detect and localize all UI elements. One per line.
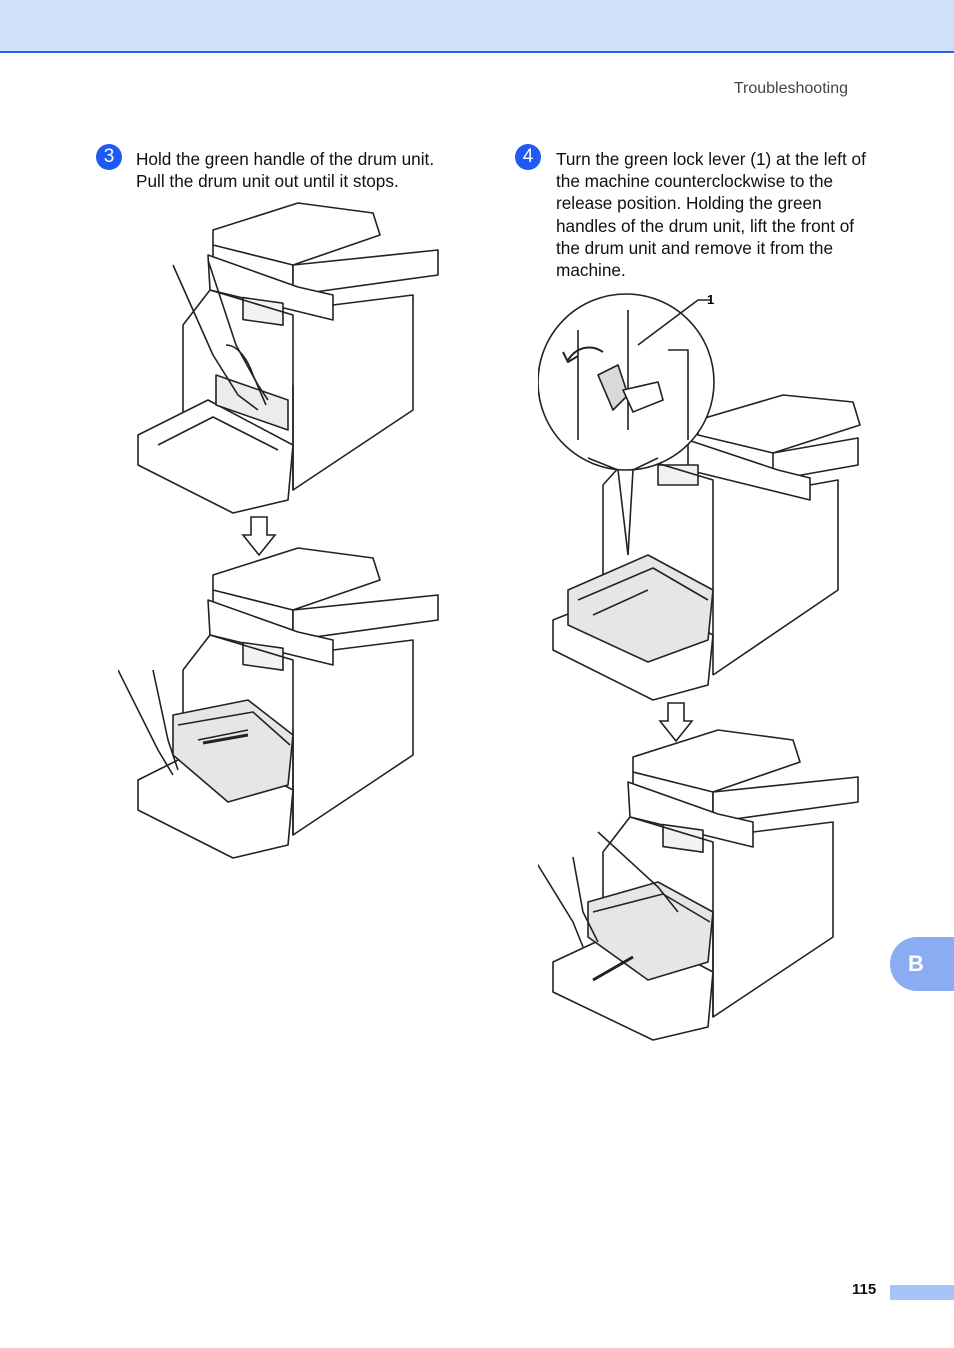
section-title: Troubleshooting (733, 80, 848, 97)
down-arrow-icon (658, 702, 694, 743)
step-number-badge: 3 (96, 144, 122, 170)
chapter-tab: B (890, 937, 954, 991)
down-arrow-icon (241, 516, 277, 557)
page-number-bar (890, 1285, 954, 1300)
printer-drum-handle-illustration (137, 202, 439, 514)
step-3-instructions: Hold the green handle of the drum unit. … (136, 148, 434, 192)
printer-drum-pulled-out-illustration (118, 547, 439, 859)
printer-lock-lever-illustration (538, 293, 861, 701)
step-text-line: the machine counterclockwise to the (556, 171, 834, 192)
step-text-line: release position. Holding the green (556, 193, 822, 214)
step-text-line: Hold the green handle of the drum unit. (136, 149, 435, 169)
printer-drum-removal-illustration (538, 729, 859, 1041)
top-header-band (0, 0, 954, 53)
page-number: 115 (852, 1281, 877, 1298)
callout-label: 1 (707, 292, 715, 307)
step-4-instructions: Turn the green lock lever (1) at the lef… (556, 148, 866, 281)
step-text-line: the drum unit and remove it from the (556, 237, 834, 258)
step-number-badge: 4 (515, 144, 541, 170)
step-text-line: handles of the drum unit, lift the front… (556, 215, 855, 236)
step-text-line: Pull the drum unit out until it stops. (136, 171, 399, 192)
step-text-line: machine. (556, 260, 626, 281)
step-text-line: Turn the green lock lever (1) at the lef… (556, 149, 866, 169)
